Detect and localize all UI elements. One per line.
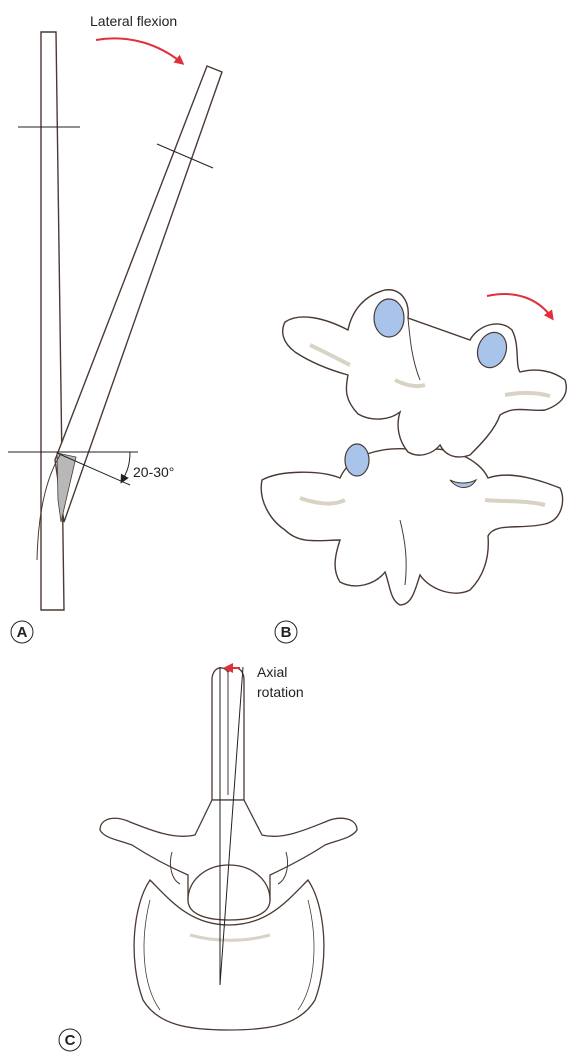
panel-b: B xyxy=(261,290,566,643)
tilted-column xyxy=(55,66,222,522)
lateral-flexion-arrow xyxy=(96,38,182,63)
panel-b-letter: B xyxy=(281,624,292,641)
panel-c: Axial rotation C xyxy=(59,664,357,1051)
angle-label: 20-30° xyxy=(133,464,174,480)
lower-vertebra xyxy=(261,449,562,605)
upper-vertebra xyxy=(283,290,567,457)
panel-c-letter: C xyxy=(65,1032,76,1049)
facet-upper-left xyxy=(374,299,404,337)
angle-arc xyxy=(122,452,130,481)
axial-rotation-label-line2: rotation xyxy=(257,684,304,700)
upright-column xyxy=(41,32,64,610)
facet-lower-left xyxy=(345,444,369,476)
lateral-flexion-label: Lateral flexion xyxy=(90,13,177,29)
panel-a-letter: A xyxy=(17,624,28,641)
rotation-arrow xyxy=(487,294,552,318)
panel-a: Lateral flexion 20-30° A xyxy=(8,13,222,643)
axial-rotation-label-line1: Axial xyxy=(257,664,287,680)
